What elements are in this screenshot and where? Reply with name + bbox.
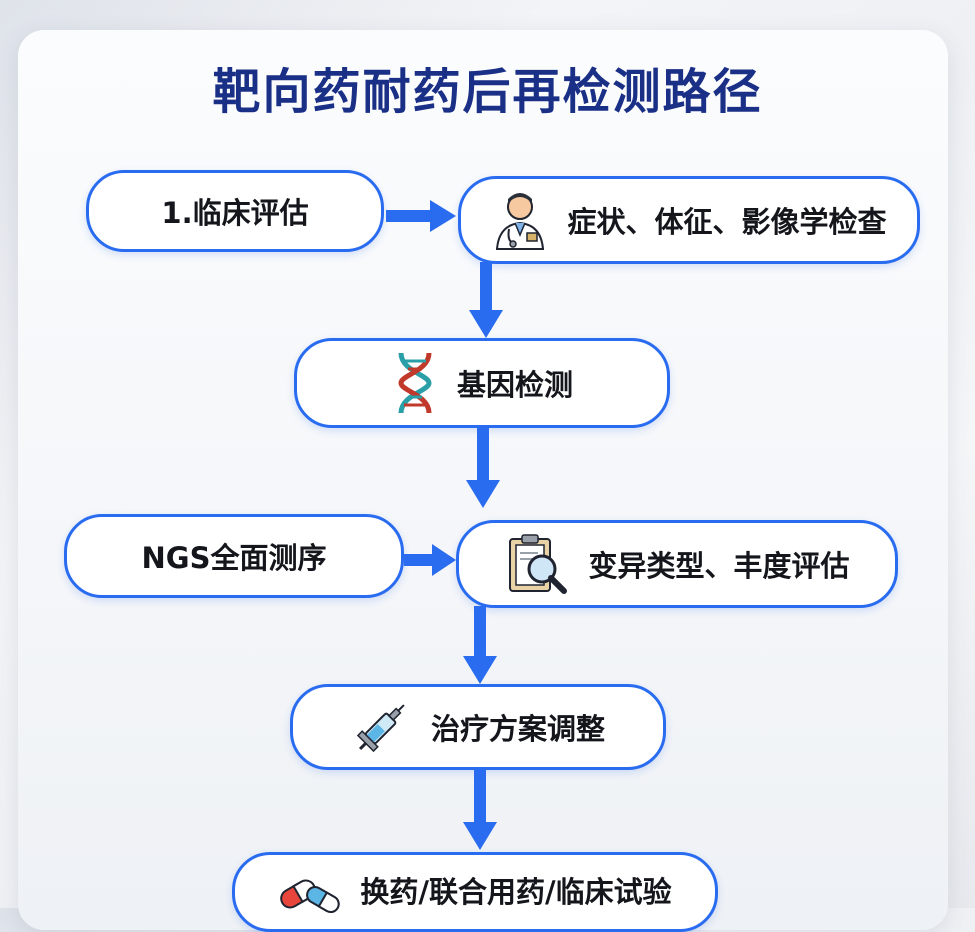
arrow-down-icon [463,768,497,850]
arrow-down-icon [466,426,500,508]
pills-icon [278,869,342,919]
arrow-down-icon [469,262,503,338]
node-label: 治疗方案调整 [430,712,605,746]
node-label: 1.临床评估 [161,196,309,230]
clipboard-magnifier-icon [504,531,570,597]
node-label: 基因检测 [456,368,573,402]
doctor-icon [491,189,549,251]
page-title: 靶向药耐药后再检测路径 [212,64,763,120]
dna-icon [391,351,439,415]
node-ngs-sequencing: NGS全面测序 [64,514,404,598]
node-clinical-evaluation: 1.临床评估 [86,170,384,252]
node-label: 症状、体征、影像学检查 [567,205,887,239]
node-drug-switch: 换药/联合用药/临床试验 [232,852,718,932]
arrow-right-icon [404,544,456,576]
syringe-icon [351,696,413,758]
arrow-down-icon [463,606,497,684]
node-gene-test: 基因检测 [294,338,670,428]
node-symptom-exam: 症状、体征、影像学检查 [458,176,920,264]
node-label: NGS全面测序 [141,541,327,575]
node-label: 变异类型、丰度评估 [588,549,850,583]
node-treatment-adjustment: 治疗方案调整 [290,684,666,770]
node-variant-evaluation: 变异类型、丰度评估 [456,520,898,608]
node-label: 换药/联合用药/临床试验 [360,875,672,909]
arrow-right-icon [386,200,456,232]
